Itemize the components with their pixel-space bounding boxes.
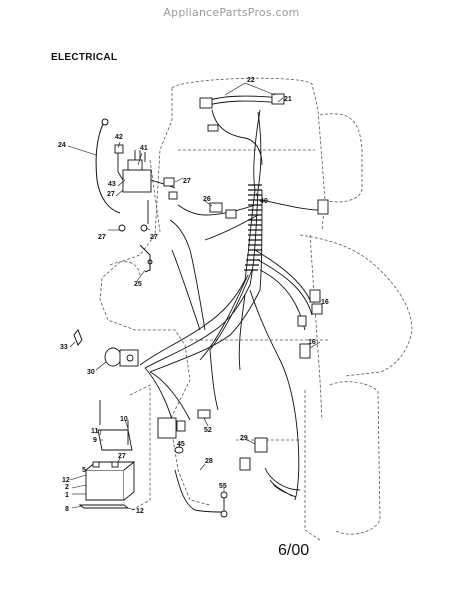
callout-16-upper: 16	[321, 299, 329, 306]
callout-22: 22	[247, 77, 255, 84]
ignition-switch	[114, 144, 178, 232]
callout-45: 45	[177, 441, 185, 448]
site-watermark: AppliancePartsPros.com	[163, 6, 300, 19]
harness-coil	[244, 184, 262, 271]
section-title: ELECTRICAL	[51, 52, 118, 63]
misc-components	[157, 409, 301, 518]
wire-harness	[139, 109, 321, 501]
callout-8: 8	[65, 506, 69, 513]
callout-27-upper: 27	[183, 178, 191, 185]
callout-52: 52	[204, 427, 212, 434]
seat-switch-bracket	[139, 244, 153, 273]
callout-30: 30	[87, 369, 95, 376]
harness-connectors	[209, 199, 329, 219]
callout-10: 10	[120, 416, 128, 423]
callout-5: 5	[82, 467, 86, 474]
callout-21: 21	[284, 96, 292, 103]
callout-27-lower-left: 27	[98, 234, 106, 241]
callout-24: 24	[58, 142, 66, 149]
callout-2: 2	[65, 484, 69, 491]
callout-1: 1	[65, 492, 69, 499]
callout-11: 11	[91, 428, 99, 435]
callout-40: 40	[260, 198, 268, 205]
tractor-outline	[99, 77, 413, 541]
relay-modules	[297, 289, 323, 359]
callout-43: 43	[108, 181, 116, 188]
callout-26: 26	[203, 196, 211, 203]
leader-lines	[67, 82, 321, 511]
callout-27-lower-right: 27	[150, 234, 158, 241]
callout-12-left: 12	[62, 477, 70, 484]
harness-clip	[73, 329, 83, 346]
battery-assembly	[78, 400, 136, 509]
callout-27-left: 27	[107, 191, 115, 198]
callout-42: 42	[115, 134, 123, 141]
callout-9: 9	[93, 437, 97, 444]
callout-28: 28	[205, 458, 213, 465]
callout-16-lower: 16	[308, 339, 316, 346]
callout-25: 25	[134, 281, 142, 288]
starter-solenoid	[104, 347, 139, 367]
callout-33: 33	[60, 344, 68, 351]
callout-41: 41	[140, 145, 148, 152]
callout-27-battery: 27	[118, 453, 126, 460]
callout-55: 55	[219, 483, 227, 490]
revision-date: 6/00	[278, 542, 310, 559]
headlight-harness	[199, 93, 285, 166]
callout-29: 29	[240, 435, 248, 442]
ground-lead	[95, 118, 121, 214]
callout-12-right: 12	[136, 508, 144, 515]
